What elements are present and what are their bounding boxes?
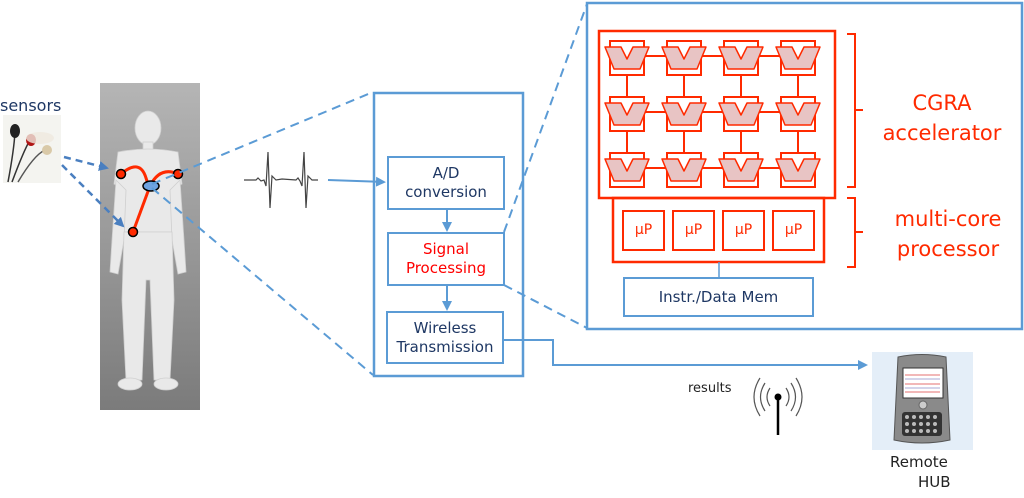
sp-line-1: Signal (422, 240, 470, 259)
signal-input-arrow (327, 176, 386, 187)
sensor-arrow-lower (61, 164, 125, 228)
cgra-label-line-1: CGRA (912, 91, 972, 115)
remote-hub-line-1: Remote (890, 453, 948, 471)
remote-hub-line-2: HUB (918, 473, 951, 491)
core-1-label: µP (634, 221, 653, 238)
signal-processing-block: Signal Processing (387, 232, 505, 286)
core-4: µP (772, 210, 815, 251)
zoom-line-accel-lower (503, 284, 588, 329)
smartphone-icon (872, 352, 973, 450)
processing-element (718, 152, 764, 188)
electrode-left (115, 168, 127, 180)
processing-element (604, 40, 650, 76)
electrode-lower (127, 226, 139, 238)
multicore-label-line-1: multi-core (894, 207, 1002, 231)
core-4-label: µP (784, 221, 803, 238)
cgra-brace (847, 33, 863, 188)
processing-element (661, 152, 707, 188)
remote-hub-label: Remote HUB (890, 452, 951, 492)
ad-conversion-block: A/D conversion (387, 156, 505, 210)
cgra-container (597, 29, 837, 200)
processing-element (604, 96, 650, 132)
cgra-label-line-2: accelerator (882, 121, 1002, 145)
multicore-brace (847, 197, 863, 268)
processing-element (661, 40, 707, 76)
processing-element (718, 40, 764, 76)
ad-line-2: conversion (405, 183, 487, 201)
results-label: results (688, 381, 732, 396)
processing-element (718, 96, 764, 132)
antenna-icon (753, 377, 803, 435)
zoom-line-upper (151, 91, 374, 185)
processing-element (661, 96, 707, 132)
wireless-transmission-block: Wireless Transmission (386, 311, 504, 364)
body-figure (100, 83, 200, 410)
sensor-arrow-upper (63, 155, 109, 171)
processing-element (775, 96, 821, 132)
processing-element (604, 152, 650, 188)
core-3-label: µP (734, 221, 753, 238)
memory-label: Instr./Data Mem (658, 287, 779, 306)
ad-line-1: A/D (432, 164, 460, 183)
zoom-line-accel-upper (503, 3, 588, 233)
ecg-waveform-icon (244, 151, 318, 209)
multicore-label-line-2: processor (896, 237, 1000, 261)
sensors-image (3, 115, 61, 183)
wt-line-1: Wireless (413, 318, 477, 337)
processing-element (775, 152, 821, 188)
sensors-label: sensors (0, 96, 62, 115)
core-2-label: µP (684, 221, 703, 238)
pipeline-container (372, 91, 525, 378)
processing-element (775, 40, 821, 76)
instr-data-memory-block: Instr./Data Mem (623, 277, 814, 317)
multicore-label: multi-core processor (878, 204, 1018, 264)
cgra-grid (604, 40, 821, 188)
zoom-line-lower (151, 187, 374, 376)
sp-line-2: Processing (405, 259, 487, 277)
wt-line-2: Transmission (396, 337, 494, 356)
core-1: µP (622, 210, 665, 251)
transmission-arrow (503, 339, 868, 370)
core-3: µP (722, 210, 765, 251)
cgra-label: CGRA accelerator (872, 88, 1012, 148)
core-2: µP (672, 210, 715, 251)
